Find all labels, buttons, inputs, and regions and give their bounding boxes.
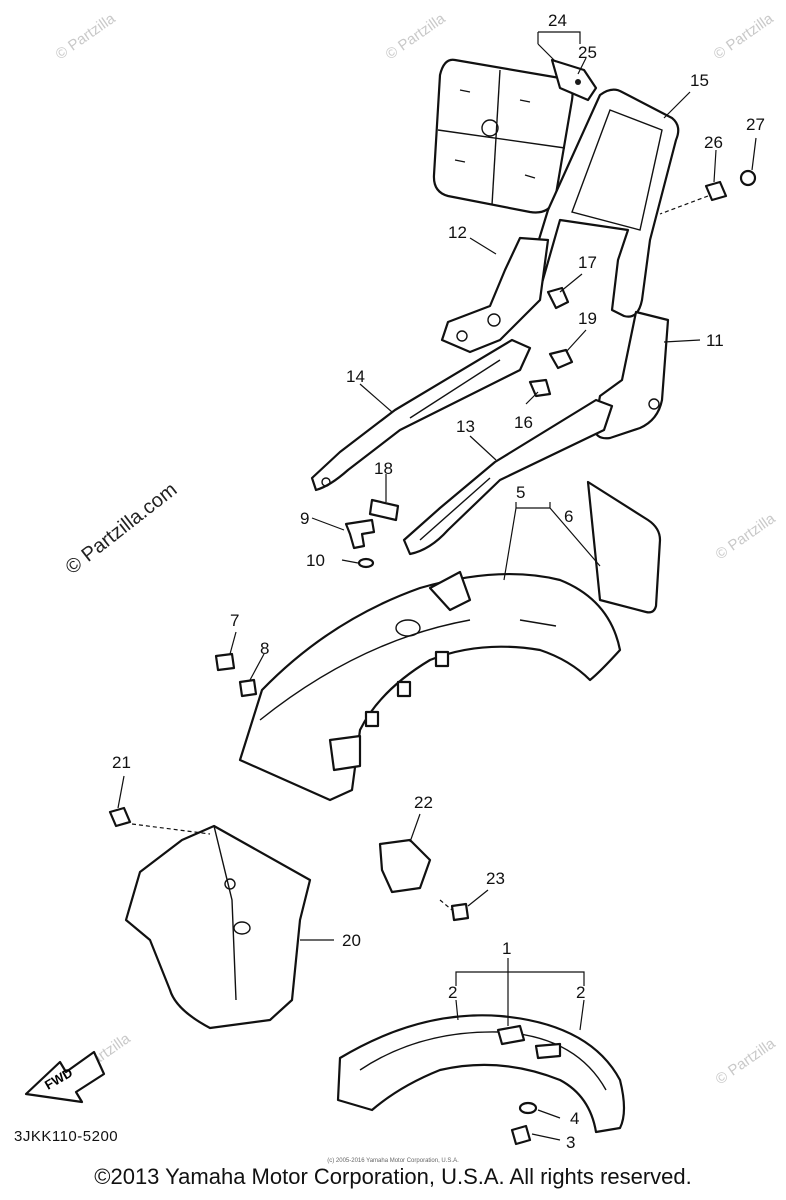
backrest-pad-part-24 [432, 58, 574, 214]
front-fender-part-1 [336, 1014, 626, 1134]
plate-part-6 [586, 480, 662, 614]
callout-16: 16 [514, 413, 533, 432]
partzilla-watermark: © Partzilla.com [62, 479, 182, 579]
callout-27: 27 [746, 115, 765, 134]
callout-24: 24 [548, 11, 567, 30]
watermark: © Partzilla [383, 10, 449, 64]
rear-fender [238, 570, 622, 802]
callout-11: 11 [706, 331, 724, 350]
small-notice: (c) 2005-2016 Yamaha Motor Corporation, … [327, 1158, 459, 1164]
callout-26: 26 [704, 133, 723, 152]
callout-4: 4 [570, 1109, 579, 1128]
fasteners [108, 169, 757, 1146]
bracket-part-25 [550, 58, 598, 102]
callout-18: 18 [374, 459, 393, 478]
callout-6: 6 [564, 507, 573, 526]
watermark: © Partzilla [713, 510, 779, 564]
callout-10: 10 [306, 551, 325, 570]
right-rail-part-13 [402, 398, 614, 556]
left-rail-part-14 [310, 338, 532, 492]
mud-guard-part-20 [124, 824, 312, 1030]
watermark: © Partzilla [53, 10, 119, 64]
leader-lines [117, 31, 757, 1141]
callout-8: 8 [260, 639, 269, 658]
callout-23: 23 [486, 869, 505, 888]
fwd-arrow: FWD [24, 1050, 106, 1104]
callout-7: 7 [230, 611, 239, 630]
callout-21: 21 [112, 753, 131, 772]
callout-numbers: 24 25 15 27 26 12 17 19 11 14 16 13 18 5… [112, 11, 765, 1152]
callout-17: 17 [578, 253, 597, 272]
callout-5: 5 [516, 483, 525, 502]
bracket-part-12 [440, 236, 550, 354]
watermark: © Partzilla [713, 1035, 779, 1089]
callout-12: 12 [448, 223, 467, 242]
callout-1: 1 [502, 939, 511, 958]
callout-3: 3 [566, 1133, 575, 1152]
callout-9: 9 [300, 509, 309, 528]
callout-2: 2 [576, 983, 585, 1002]
watermark: © Partzilla [711, 10, 777, 64]
callout-15: 15 [690, 71, 709, 90]
callout-25: 25 [578, 43, 597, 62]
callout-13: 13 [456, 417, 475, 436]
part-code: 3JKK110-5200 [14, 1128, 119, 1145]
callout-22: 22 [414, 793, 433, 812]
callout-19: 19 [578, 309, 597, 328]
copyright-notice: ©2013 Yamaha Motor Corporation, U.S.A. A… [94, 1164, 692, 1189]
backrest-frame-part-15 [524, 88, 680, 318]
callout-20: 20 [342, 931, 361, 950]
callout-2: 2 [448, 983, 457, 1002]
callout-14: 14 [346, 367, 365, 386]
